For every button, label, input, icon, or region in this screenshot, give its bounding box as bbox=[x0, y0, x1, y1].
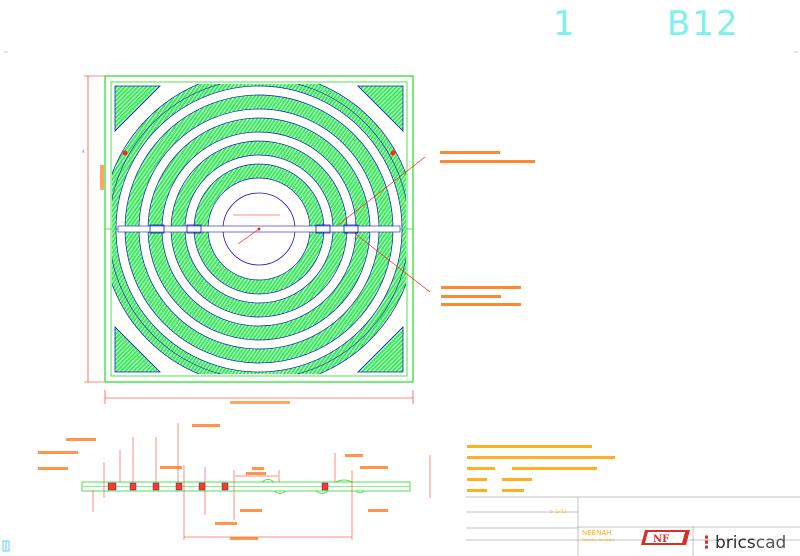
sheet-number: 1 bbox=[553, 4, 577, 44]
section-mark-right: A bbox=[392, 149, 395, 154]
sheet-code: B12 bbox=[667, 4, 740, 44]
notes-block bbox=[467, 445, 615, 492]
callout-text bbox=[100, 151, 535, 404]
revision-label: b 1/11 bbox=[550, 510, 567, 515]
section-mark-left: A bbox=[82, 149, 85, 154]
dimension-lines bbox=[84, 75, 431, 404]
title-block bbox=[466, 496, 800, 556]
svg-text:NF: NF bbox=[653, 534, 669, 545]
brand-name-bold: brics bbox=[715, 533, 756, 553]
company-name: NEENAH bbox=[582, 529, 612, 537]
company-subtitle: Foundry Company bbox=[582, 538, 615, 542]
bricscad-logo-icon: ⋮bricscad bbox=[698, 533, 787, 553]
neenah-logo-icon: NF bbox=[641, 530, 690, 545]
corner-vents bbox=[114, 85, 404, 373]
section-view bbox=[38, 423, 431, 540]
brand-name-light: cad bbox=[755, 533, 787, 553]
ucs-axis-icon bbox=[2, 540, 10, 552]
